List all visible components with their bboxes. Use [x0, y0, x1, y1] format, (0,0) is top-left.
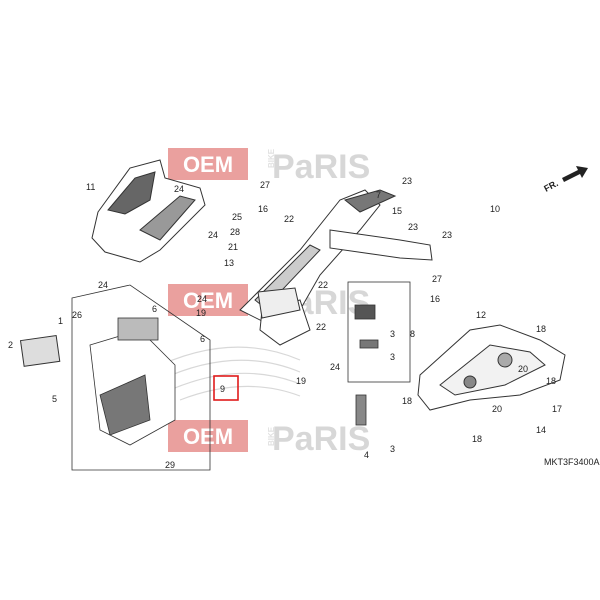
label-part-28: 28 [230, 227, 240, 237]
label-part-12: 12 [476, 310, 486, 320]
label-part-9: 9 [220, 384, 225, 394]
label-part-23c: 23 [442, 230, 452, 240]
label-part-22c: 22 [316, 322, 326, 332]
label-part-19a: 19 [196, 308, 206, 318]
watermark-bottom: OEM BIKE PaRIS [168, 420, 370, 458]
label-part-26: 26 [72, 310, 82, 320]
label-part-23a: 23 [402, 176, 412, 186]
label-part-18a: 18 [536, 324, 546, 334]
rear-cowl-part [91, 159, 206, 263]
label-part-3b: 3 [390, 352, 395, 362]
label-part-27a: 27 [260, 180, 270, 190]
highlight-box [213, 375, 239, 401]
diagram-code: MKT3F3400A [544, 457, 600, 467]
label-part-15: 15 [392, 206, 402, 216]
watermark-top: OEM BIKE PaRIS [168, 148, 370, 186]
label-part-19b: 19 [296, 376, 306, 386]
label-part-8: 8 [410, 329, 415, 339]
label-part-24e: 24 [98, 280, 108, 290]
label-part-14: 14 [536, 425, 546, 435]
front-direction-indicator: FR. [542, 166, 588, 194]
label-part-11: 11 [86, 182, 95, 192]
label-part-18c: 18 [402, 396, 412, 406]
label-part-20a: 20 [518, 364, 528, 374]
label-part-22a: 22 [284, 214, 294, 224]
label-part-6a: 6 [152, 304, 157, 314]
label-part-5: 5 [52, 394, 57, 404]
label-part-20b: 20 [492, 404, 502, 414]
svg-text:FR.: FR. [542, 178, 559, 194]
label-part-22b: 22 [318, 280, 328, 290]
arrow-icon [562, 166, 588, 182]
svg-text:OEM: OEM [183, 288, 233, 313]
label-part-24d: 24 [330, 362, 340, 372]
label-part-6b: 6 [200, 334, 205, 344]
rear-frame-part [239, 189, 433, 346]
label-part-18b: 18 [546, 376, 556, 386]
label-part-2: 2 [8, 340, 13, 350]
label-part-27b: 27 [432, 274, 442, 284]
watermark-middle: OEM PaRIS [168, 284, 370, 322]
label-part-16a: 16 [258, 204, 268, 214]
svg-text:BIKE: BIKE [267, 148, 276, 168]
label-part-21: 21 [228, 242, 238, 252]
label-part-16b: 16 [430, 294, 440, 304]
reflector-part [19, 335, 61, 367]
label-part-17: 17 [552, 404, 562, 414]
label-part-4: 4 [364, 450, 369, 460]
label-part-25: 25 [232, 212, 242, 222]
svg-text:OEM: OEM [183, 152, 233, 177]
svg-text:PaRIS: PaRIS [272, 420, 370, 458]
license-bracket-box [71, 284, 211, 471]
undertray-part [417, 324, 566, 411]
label-part-3c: 3 [390, 444, 395, 454]
label-part-7: 7 [376, 190, 381, 200]
part-labels: 11 24 24 27 16 25 28 21 13 22 23 7 15 23… [8, 176, 562, 470]
label-part-23b: 23 [408, 222, 418, 232]
label-part-13: 13 [224, 258, 234, 268]
label-part-24a: 24 [174, 184, 184, 194]
svg-text:BIKE: BIKE [267, 426, 276, 446]
label-part-24c: 24 [197, 294, 207, 304]
label-part-3a: 3 [390, 329, 395, 339]
svg-text:PaRIS: PaRIS [272, 148, 370, 186]
label-part-10: 10 [490, 204, 500, 214]
label-part-24b: 24 [208, 230, 218, 240]
label-part-1: 1 [58, 316, 63, 326]
label-part-18d: 18 [472, 434, 482, 444]
svg-text:OEM: OEM [183, 424, 233, 449]
seat-lock-box [347, 281, 411, 426]
label-part-29: 29 [165, 460, 175, 470]
